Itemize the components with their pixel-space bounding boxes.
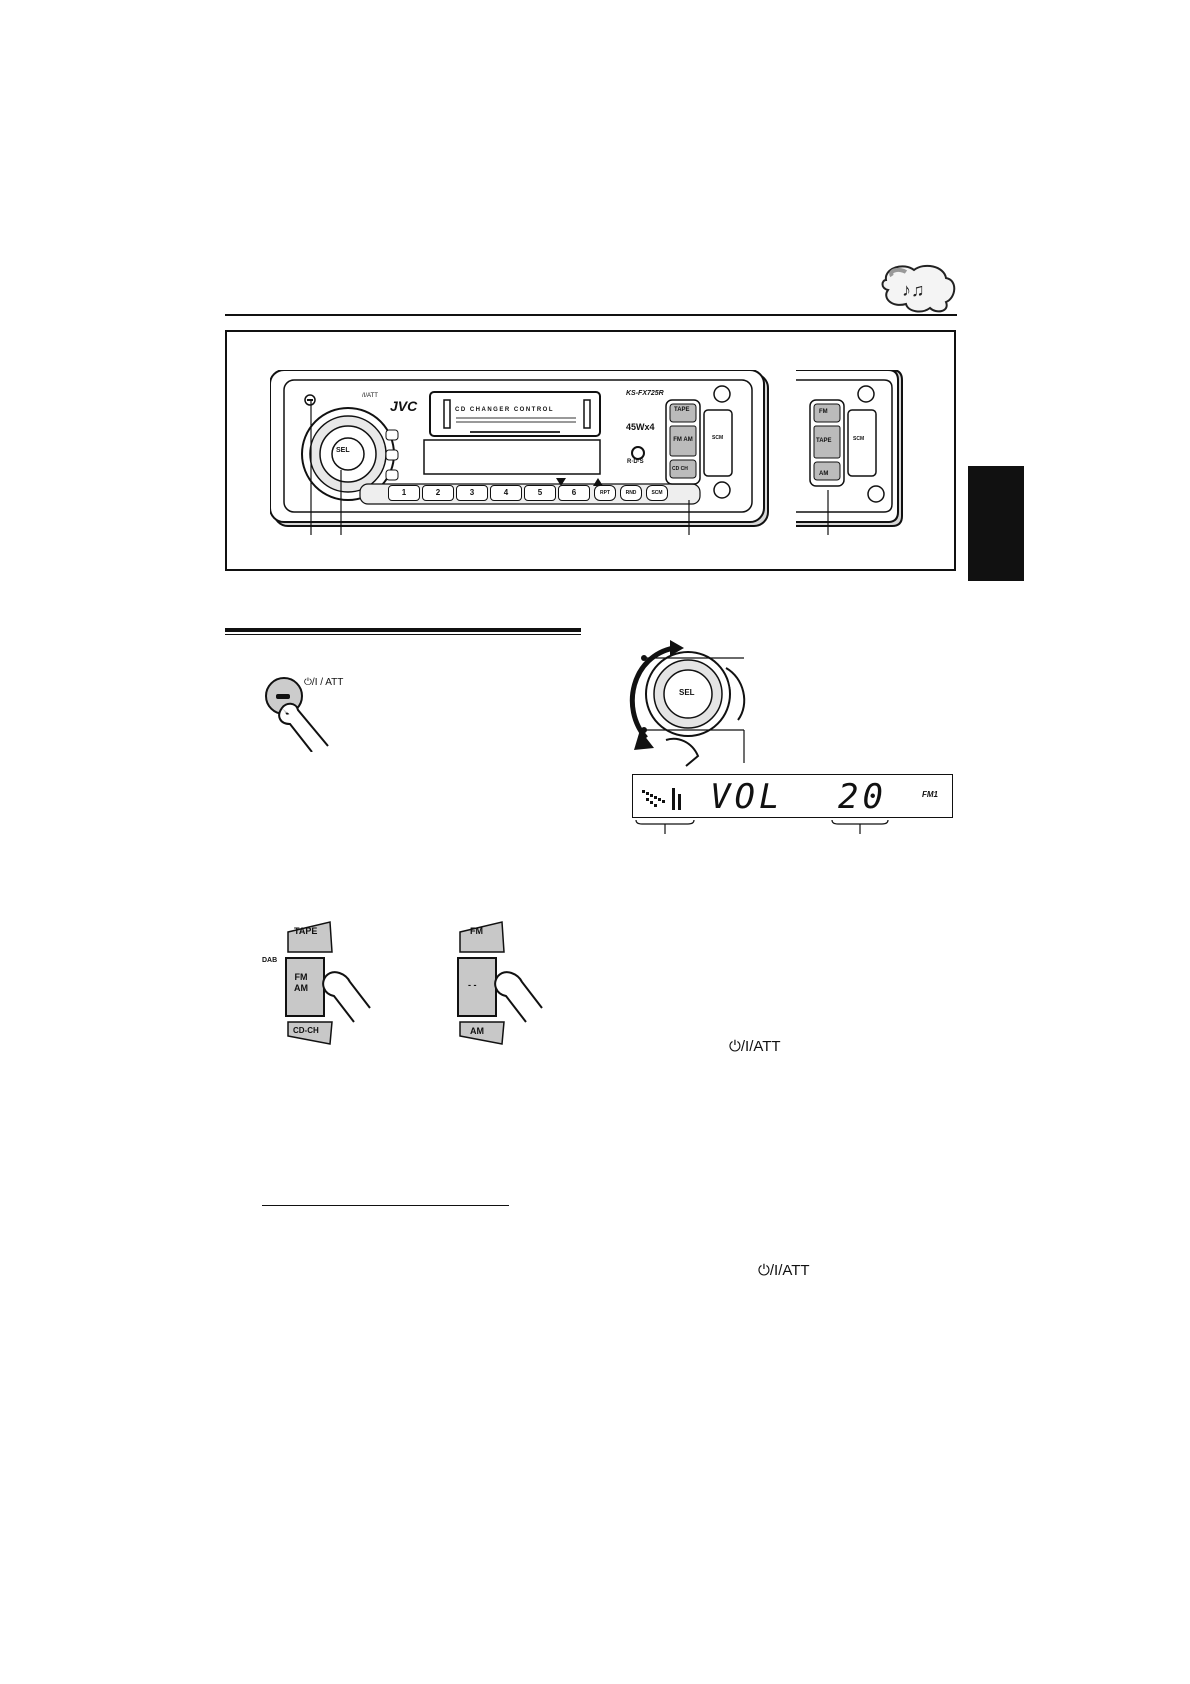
alt-fm-button-label[interactable]: FM <box>819 409 828 415</box>
power-output-label: 45Wx4 <box>626 422 655 432</box>
scm-button[interactable]: SCM <box>646 485 668 501</box>
source-buttons-figure-a <box>285 921 371 1045</box>
preset-button-label: 1 <box>401 488 407 497</box>
preset-button-4[interactable]: 4 <box>490 485 522 501</box>
sel-label: SEL <box>336 447 350 454</box>
scm-button-label: SCM <box>651 490 663 496</box>
music-notes-icon: ♪♫ <box>881 264 956 313</box>
panel-figure-frame <box>225 330 956 571</box>
rds-label: R·D·S <box>627 459 644 465</box>
cd-ch-button-label-a[interactable]: CD-CH <box>293 1026 319 1035</box>
preset-button-2[interactable]: 2 <box>422 485 454 501</box>
volume-knob-figure <box>629 640 746 767</box>
rnd-button-label: RND <box>625 490 637 496</box>
alt-am-button-label[interactable]: AM <box>819 471 829 477</box>
power-att-label: ⏻/I / ATT <box>304 677 344 688</box>
preset-button-label: 6 <box>571 488 577 497</box>
side-tab <box>968 466 1024 581</box>
am-button-label-b[interactable]: AM <box>470 1026 484 1036</box>
model-label: KS-FX725R <box>626 390 664 397</box>
att-label: /I/ATT <box>362 393 378 399</box>
footnote-rule <box>262 1205 509 1206</box>
lcd-value: 20 <box>838 777 887 817</box>
fm-am-button-label-a[interactable]: FM AM <box>294 972 308 993</box>
fm-am-button-label[interactable]: FM AM <box>673 437 693 443</box>
knob-sel-label: SEL <box>679 688 695 697</box>
preset-button-label: 3 <box>469 488 475 497</box>
alt-stereo-panel <box>796 370 903 527</box>
volume-rocker-label[interactable]: SCM <box>712 435 724 441</box>
cd-ch-button-label[interactable]: CD CH <box>672 466 688 472</box>
brand-logo: JVC <box>390 398 418 414</box>
preset-button-label: 4 <box>503 488 509 497</box>
svg-text:♪♫: ♪♫ <box>902 280 925 300</box>
alt-volume-rocker-label[interactable]: SCM <box>853 436 865 442</box>
tape-button-label-a[interactable]: TAPE <box>294 926 318 936</box>
rpt-button[interactable]: RPT <box>594 485 616 501</box>
fm-button-label-b[interactable]: FM <box>470 926 483 936</box>
preset-button-5[interactable]: 5 <box>524 485 556 501</box>
preset-button-3[interactable]: 3 <box>456 485 488 501</box>
tape-button-label[interactable]: TAPE <box>674 407 690 413</box>
power-button-figure <box>265 677 329 752</box>
cassette-label: CD CHANGER CONTROL <box>455 407 554 413</box>
lcd-band: FM1 <box>922 790 938 799</box>
rnd-button[interactable]: RND <box>620 485 642 501</box>
att-inline-label-1: ⏻/I/ATT <box>729 1038 781 1055</box>
panel-callout-lines <box>310 400 829 535</box>
preset-button-6[interactable]: 6 <box>558 485 590 501</box>
dab-label: DAB <box>262 957 278 964</box>
source-buttons-figure-b <box>457 921 543 1045</box>
section-rule <box>225 628 581 632</box>
lcd-callout-brackets <box>635 819 889 834</box>
middle-button-label-b[interactable]: - - <box>468 980 477 990</box>
preset-button-label: 5 <box>537 488 543 497</box>
preset-button-label: 2 <box>435 488 441 497</box>
att-inline-label-2: ⏻/I/ATT <box>758 1262 810 1279</box>
top-rule <box>225 314 957 316</box>
preset-button-1[interactable]: 1 <box>388 485 420 501</box>
alt-tape-button-label[interactable]: TAPE <box>816 438 832 444</box>
level-meter-icon <box>642 788 681 810</box>
section-rule-thin <box>225 634 581 635</box>
rpt-button-label: RPT <box>600 490 610 496</box>
lcd-display <box>632 774 953 818</box>
lcd-text: VOL <box>710 777 784 817</box>
